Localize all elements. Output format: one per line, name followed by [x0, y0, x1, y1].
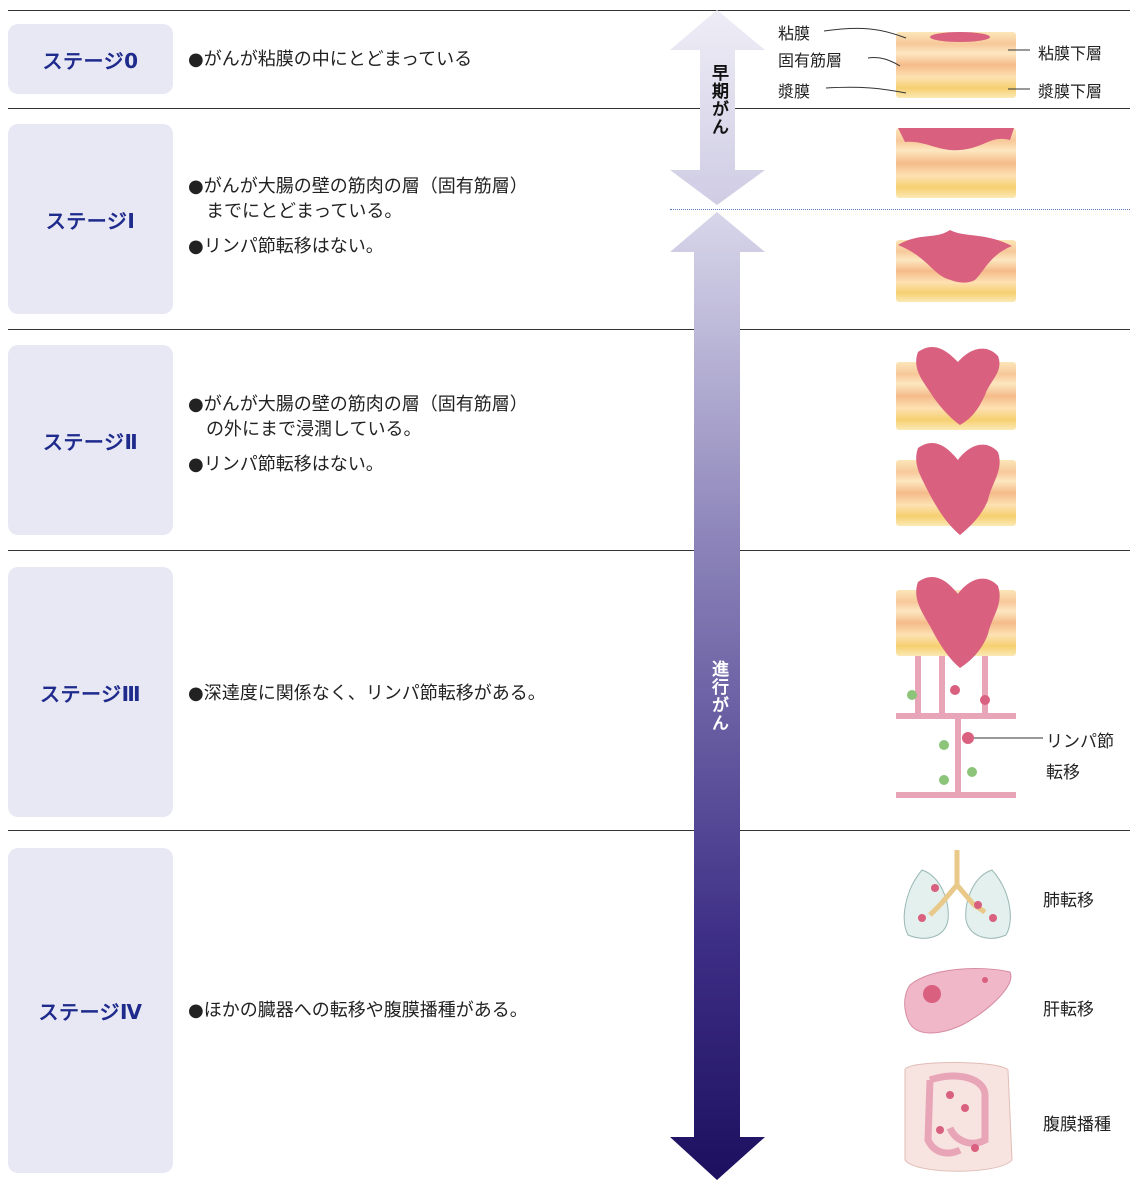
stage-2-box: ステージⅡ — [8, 345, 173, 535]
stage-0-desc-1: ●がんが粘膜の中にとどまっている — [188, 49, 473, 70]
liver-metastasis-label: 肝転移 — [1043, 1000, 1094, 1020]
stage-4-description: ●ほかの臓器への転移や腹膜播種がある。 — [188, 998, 658, 1033]
advanced-cancer-label: 進行がん — [708, 660, 728, 732]
liver-illustration — [904, 968, 1012, 1034]
stage-1-desc-1: ●がんが大腸の壁の筋肉の層（固有筋層） までにとどまっている。 — [188, 176, 528, 222]
stage-1-description: ●がんが大腸の壁の筋肉の層（固有筋層） までにとどまっている。 ●リンパ節転移は… — [188, 174, 658, 269]
early-cancer-label: 早期がん — [708, 64, 728, 136]
divider-stage2-3 — [8, 550, 1130, 551]
stage-3-description: ●深達度に関係なく、リンパ節転移がある。 — [188, 681, 658, 716]
stage-4-label: ステージⅣ — [38, 1000, 143, 1024]
lymph-metastasis-label-1: リンパ節 — [1046, 732, 1114, 752]
stage-1-wall-illustration-a — [896, 128, 1016, 198]
stage-0-label: ステージ0 — [42, 48, 139, 73]
layer-leader-lines — [823, 27, 1043, 739]
stage-0-description: ●がんが粘膜の中にとどまっている — [188, 47, 658, 82]
stage-2-wall-illustration-a — [896, 346, 1016, 430]
mucosa-label: 粘膜 — [778, 24, 811, 43]
divider-stage1-2 — [8, 329, 1130, 330]
stage-3-label: ステージⅢ — [39, 681, 141, 706]
divider-stage0-1 — [8, 108, 1130, 109]
stage-2-description: ●がんが大腸の壁の筋肉の層（固有筋層） の外にまで浸潤している。 ●リンパ節転移… — [188, 392, 658, 487]
lymph-vessels — [896, 656, 1016, 798]
subserosa-label: 漿膜下層 — [1038, 82, 1103, 101]
muscularis-label: 固有筋層 — [778, 51, 843, 70]
lung-illustration — [903, 850, 1011, 939]
stage-1-desc-2: ●リンパ節転移はない。 — [188, 236, 384, 257]
lymph-nodes — [907, 685, 990, 785]
lymph-metastasis-label-2: 転移 — [1046, 763, 1080, 783]
peritoneal-dissemination-label: 腹膜播種 — [1043, 1115, 1111, 1135]
stage-0-box: ステージ0 — [8, 24, 173, 94]
stage-1-box: ステージⅠ — [8, 124, 173, 314]
divider-stage3-4 — [8, 830, 1130, 831]
stage-2-label: ステージⅡ — [42, 429, 139, 454]
stage-3-desc-1: ●深達度に関係なく、リンパ節転移がある。 — [188, 683, 546, 704]
lung-metastasis-label: 肺転移 — [1043, 891, 1094, 911]
stage-2-wall-illustration-b — [896, 443, 1016, 535]
stage-1-label: ステージⅠ — [45, 208, 136, 233]
stage-4-box: ステージⅣ — [8, 848, 173, 1173]
peritoneum-illustration — [904, 1062, 1013, 1172]
stage-4-desc-1: ●ほかの臓器への転移や腹膜播種がある。 — [188, 1000, 528, 1021]
divider-top — [8, 10, 1130, 11]
serosa-label: 漿膜 — [778, 82, 811, 101]
submucosa-label: 粘膜下層 — [1038, 44, 1103, 63]
stage-3-box: ステージⅢ — [8, 567, 173, 817]
advanced-cancer-arrow — [670, 212, 765, 1180]
stage-1-wall-illustration-b — [896, 230, 1016, 302]
early-cancer-arrow — [670, 10, 765, 205]
stage-2-desc-2: ●リンパ節転移はない。 — [188, 454, 384, 475]
stage-0-wall-illustration — [896, 32, 1016, 98]
stage-3-wall-illustration — [896, 577, 1016, 668]
early-advanced-dotted-line — [670, 209, 1130, 210]
stage-2-desc-1: ●がんが大腸の壁の筋肉の層（固有筋層） の外にまで浸潤している。 — [188, 394, 528, 440]
